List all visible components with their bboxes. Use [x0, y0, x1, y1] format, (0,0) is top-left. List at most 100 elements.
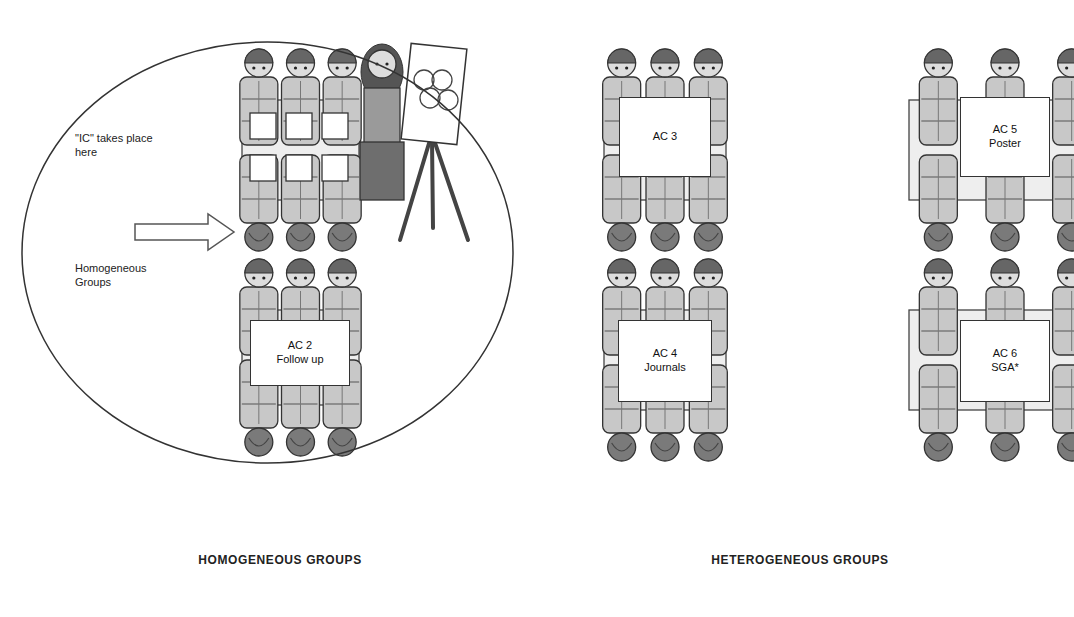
student-eye	[932, 66, 935, 69]
student-head	[328, 428, 356, 456]
easel-leg	[400, 140, 430, 240]
student-eye	[625, 276, 628, 279]
student-head	[287, 223, 315, 251]
student-eye	[1065, 276, 1068, 279]
label-holder: "IC" takes place here	[75, 132, 155, 160]
board-circle	[420, 88, 440, 108]
student-eye	[668, 66, 671, 69]
oval-outline	[20, 40, 515, 465]
student-head	[991, 433, 1019, 461]
table-square	[250, 113, 276, 139]
teacher-skirt	[360, 142, 404, 200]
student-body	[1053, 287, 1074, 355]
student-hair	[991, 259, 1019, 273]
student-body	[919, 155, 957, 223]
shirt-stripe	[1055, 309, 1074, 310]
table-square	[322, 155, 348, 181]
student-hair	[1062, 233, 1074, 241]
student-hair	[332, 233, 352, 241]
student-hair	[651, 259, 679, 273]
student-head	[287, 49, 315, 77]
student-head	[694, 49, 722, 77]
student-head	[694, 433, 722, 461]
pointer-arrow	[135, 214, 234, 250]
student-hair	[287, 259, 315, 273]
student-body	[919, 287, 957, 355]
table-square	[250, 155, 276, 181]
student-hair	[291, 438, 311, 446]
easel-leg	[432, 140, 433, 228]
student-hair	[924, 49, 952, 63]
shirt-stripe	[1055, 99, 1074, 100]
student-hair	[291, 233, 311, 241]
student-head	[287, 428, 315, 456]
student-body	[240, 155, 278, 223]
student-eye	[942, 66, 945, 69]
student-eye	[294, 66, 297, 69]
student-head	[991, 49, 1019, 77]
shirt-seam	[938, 81, 939, 141]
student-hair	[995, 233, 1015, 241]
table-square	[286, 155, 312, 181]
student-hair	[1058, 49, 1074, 63]
student-head	[608, 223, 636, 251]
activity-label: AC 3	[653, 130, 677, 144]
student-eye	[702, 66, 705, 69]
shirt-stripe	[1055, 409, 1074, 410]
student-group	[603, 49, 728, 251]
student-eye	[262, 66, 265, 69]
student-group	[240, 49, 361, 251]
student-hair	[249, 233, 269, 241]
student-eye	[658, 276, 661, 279]
student-hair	[328, 49, 356, 63]
activity-label: AC 6 SGA*	[979, 347, 1031, 375]
student-body	[1053, 77, 1074, 145]
activity-label: AC 2 Follow up	[274, 339, 326, 367]
student-eye	[658, 66, 661, 69]
shirt-stripe	[1055, 121, 1074, 122]
student-eye	[615, 66, 618, 69]
student-eye	[1008, 66, 1011, 69]
student-eye	[998, 276, 1001, 279]
section-heading: HOMOGENEOUS GROUPS	[120, 553, 440, 567]
student-hair	[612, 443, 632, 451]
student-head	[608, 49, 636, 77]
shirt-stripe	[1055, 177, 1074, 178]
student-eye	[702, 276, 705, 279]
student-eye	[712, 276, 715, 279]
easel	[400, 43, 468, 240]
teacher-head	[368, 50, 396, 78]
student-head	[991, 259, 1019, 287]
student-body	[919, 77, 957, 145]
oval-line	[22, 42, 513, 463]
student-head	[991, 223, 1019, 251]
table-square	[322, 113, 348, 139]
student-eye	[294, 276, 297, 279]
student-head	[924, 433, 952, 461]
student-eye	[304, 66, 307, 69]
student-head	[1058, 223, 1074, 251]
student-head	[245, 49, 273, 77]
shirt-stripe	[1055, 331, 1074, 332]
student-head	[328, 223, 356, 251]
student-group	[909, 49, 1074, 251]
activity-box: AC 5 Poster	[960, 97, 1050, 177]
student-eye	[346, 276, 349, 279]
section-heading: HETEROGENEOUS GROUPS	[640, 553, 960, 567]
student-hair	[928, 233, 948, 241]
teacher-torso	[364, 88, 400, 144]
student-group	[603, 259, 728, 461]
student-head	[924, 49, 952, 77]
student-hair	[655, 233, 675, 241]
shirt-seam	[1071, 159, 1072, 219]
student-hair	[694, 49, 722, 63]
student-body	[919, 365, 957, 433]
teacher-eye	[385, 62, 388, 65]
student-hair	[608, 49, 636, 63]
student-eye	[1008, 276, 1011, 279]
student-head	[328, 49, 356, 77]
activity-box: AC 3	[619, 97, 711, 177]
activity-box: AC 2 Follow up	[250, 320, 350, 386]
